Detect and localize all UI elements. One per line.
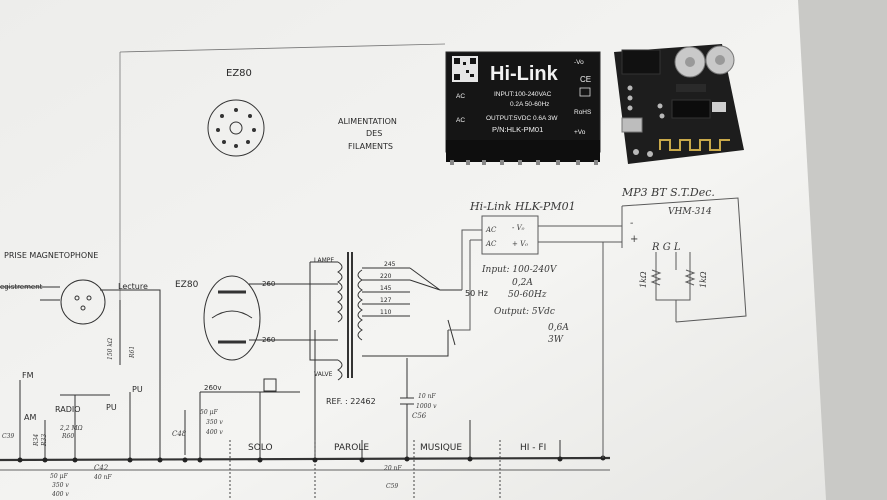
tube-label-top: EZ80: [226, 68, 252, 79]
label-musique: MUSIQUE: [420, 443, 462, 453]
label-260-b: 260: [262, 336, 275, 344]
tube-pins: [216, 108, 256, 148]
label-c39: C39: [2, 433, 14, 440]
label-c59: C59: [386, 483, 398, 490]
label-260-a: 260: [262, 280, 275, 288]
hw-spec-06a: 0,6A: [548, 323, 569, 333]
label-ref: REF. : 22462: [326, 397, 376, 406]
label-solo: SOLO: [248, 443, 273, 453]
hilink-ac-top: AC: [456, 93, 465, 100]
label-50hz: 50 Hz: [465, 289, 488, 298]
audio-jack: [621, 49, 661, 75]
hilink-module: Hi-Link INPUT:100-240VAC 0.2A 50-60Hz OU…: [445, 51, 601, 165]
hw-ac1: AC: [485, 226, 497, 234]
label-c56-3: C56: [412, 412, 427, 420]
label-pu-1: PU: [106, 403, 117, 412]
label-c42-value: 40 nF: [93, 474, 112, 481]
hw-mp3-title: MP3 BT S.T.Dec.: [621, 186, 715, 199]
label-fm: FM: [22, 371, 34, 380]
hw-r1k-b: 1kΩ: [699, 271, 708, 288]
hilink-brand: Hi-Link: [490, 63, 559, 85]
label-c48: C48: [172, 430, 187, 438]
hilink-part: P/N:HLK-PM01: [492, 125, 543, 134]
label-valve: VALVE: [314, 371, 333, 378]
label-lampe: LAMPE: [314, 257, 334, 264]
hw-plus: +: [630, 234, 638, 245]
tap-220: 220: [380, 273, 392, 280]
hw-hilink-title: Hi-Link HLK-PM01: [469, 200, 576, 213]
label-des: DES: [366, 129, 382, 138]
hilink-output: OUTPUT:5VDC 0.6A 3W: [486, 115, 558, 122]
hw-mp3-model: VHM-314: [668, 207, 712, 217]
hw-spec-02a: 0,2A: [512, 278, 533, 288]
hw-vo-neg: - V₀: [512, 224, 525, 232]
hilink-vo-pos: +Vo: [574, 129, 586, 136]
label-c48-3: 400 v: [205, 429, 223, 436]
label-c59-value: 20 nF: [383, 465, 402, 472]
label-enregistrement: egistrement: [0, 283, 43, 291]
label-alimentation: ALIMENTATION: [338, 117, 397, 126]
paper-sheet: [0, 0, 826, 500]
hw-minus: -: [630, 218, 634, 229]
hw-rgl: R G L: [651, 242, 681, 253]
tube-label-mid: EZ80: [175, 280, 199, 290]
crystal: [712, 102, 726, 112]
label-c50-2: 350 v: [52, 482, 69, 489]
label-c42: C42: [94, 464, 109, 472]
label-hifi: HI - FI: [520, 443, 546, 453]
chip-main: [671, 99, 711, 119]
label-filaments: FILAMENTS: [348, 142, 393, 151]
label-prise: PRISE MAGNETOPHONE: [4, 251, 98, 260]
mp3-board: [614, 44, 744, 164]
label-r150: 150 kΩ: [107, 338, 114, 360]
label-am: AM: [24, 413, 36, 422]
handwritten-labels: Hi-Link HLK-PM01 AC AC - V₀ + V₀ MP3 BT …: [469, 186, 715, 345]
label-lecture: Lecture: [118, 282, 148, 291]
tap-127: 127: [380, 297, 392, 304]
label-r33: R33: [41, 434, 48, 447]
hw-ac2: AC: [485, 240, 497, 248]
hilink-input: INPUT:100-240VAC: [494, 91, 552, 98]
label-c56-1: 10 nF: [418, 393, 436, 400]
hw-r1k-a: 1kΩ: [639, 271, 648, 288]
label-r60: R60: [61, 433, 74, 440]
hilink-ac-bottom: AC: [456, 117, 465, 124]
hilink-current: 0.2A 50-60Hz: [510, 101, 549, 108]
hw-spec-3w: 3W: [548, 335, 564, 345]
hilink-rohs: RoHS: [574, 109, 592, 116]
label-c50-3: 400 v: [51, 491, 69, 498]
label-r61: R61: [129, 346, 136, 359]
hilink-ce: CE: [580, 75, 591, 84]
tap-145: 145: [380, 285, 392, 292]
hw-spec-input: Input: 100-240V: [481, 265, 558, 275]
label-radio: RADIO: [55, 405, 81, 414]
antenna-trace: [659, 139, 730, 151]
usb-port: [621, 117, 643, 133]
tap-110: 110: [380, 309, 392, 316]
printed-wiring: [0, 43, 611, 500]
label-c56-2: 1000 v: [416, 403, 437, 410]
label-c50-1: 50 μF: [50, 473, 68, 480]
hw-vo-pos: + V₀: [512, 240, 528, 248]
label-c48-2: 350 v: [206, 419, 223, 426]
hw-spec-hz: 50-60Hz: [508, 290, 547, 300]
hilink-vo-neg: -Vo: [574, 59, 584, 66]
label-c48-1: 50 μF: [200, 409, 218, 416]
tap-245: 245: [384, 261, 396, 268]
label-260-c: 260v: [204, 384, 222, 392]
label-r34: R34: [33, 434, 40, 447]
label-pu-2: PU: [132, 385, 143, 394]
label-r2m: 2,2 MΩ: [59, 425, 83, 432]
label-parole: PAROLE: [334, 443, 369, 453]
printed-labels: EZ80 ALIMENTATION DES FILAMENTS PRISE MA…: [0, 68, 546, 498]
pencil-wiring: [448, 197, 747, 458]
hw-spec-output: Output: 5Vdc: [494, 307, 555, 317]
